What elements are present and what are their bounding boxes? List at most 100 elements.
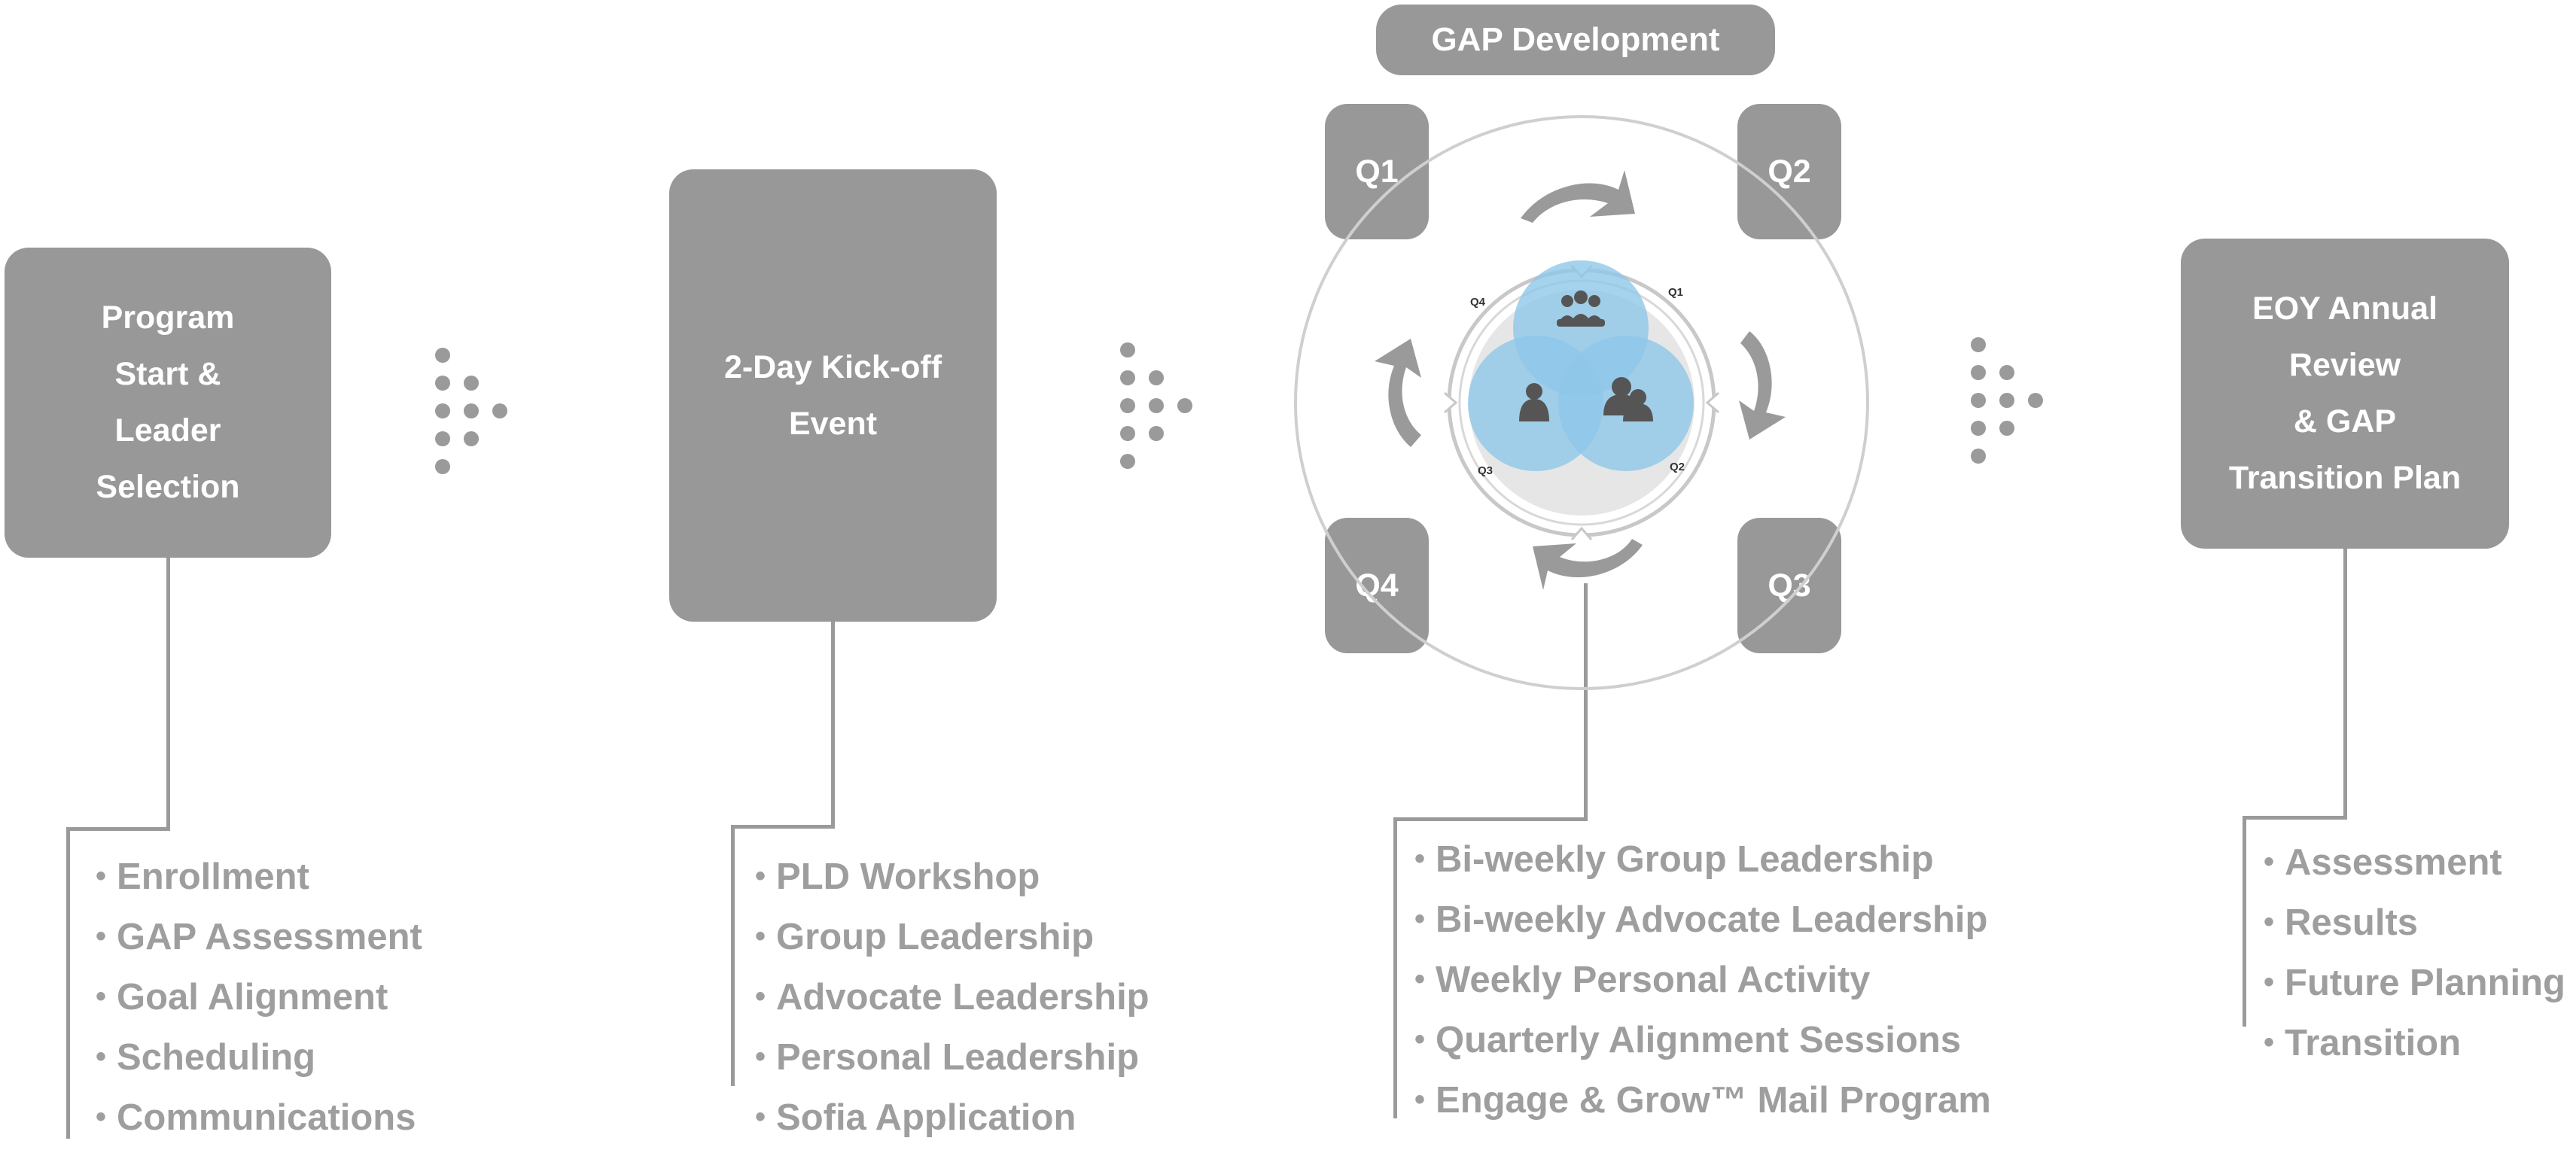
dot — [435, 459, 450, 474]
list-item: Results — [2264, 893, 2565, 953]
stage-1-line-4: Selection — [96, 469, 240, 505]
stage-2-line-1: 2-Day Kick-off — [723, 348, 942, 385]
dot — [435, 431, 450, 446]
connector-s2-horizontal — [731, 825, 835, 829]
stage-eoy-review-box: EOY Annual Review & GAP Transition Plan — [2181, 239, 2509, 549]
stage-eoy-review-label: EOY Annual Review & GAP Transition Plan — [2229, 281, 2461, 507]
dot — [435, 403, 450, 418]
quarter-label-q1: Q1 — [1355, 153, 1399, 190]
list-item: Communications — [96, 1088, 422, 1148]
list-item: Future Planning — [2264, 953, 2565, 1013]
gap-development-title-text: GAP Development — [1431, 21, 1720, 58]
stage-4-line-4: Transition Plan — [2228, 460, 2462, 496]
list-item: Bi-weekly Group Leadership — [1414, 829, 1991, 890]
list-item: Bi-weekly Advocate Leadership — [1414, 890, 1991, 950]
list-program-start: Enrollment GAP Assessment Goal Alignment… — [96, 847, 422, 1148]
quarter-box-q3: Q3 — [1737, 518, 1841, 653]
connector-s3-horizontal — [1393, 817, 1588, 821]
connector-s2-list-line — [731, 825, 735, 1086]
dot — [1971, 449, 1986, 464]
quarter-box-q2: Q2 — [1737, 104, 1841, 239]
dot — [464, 376, 479, 391]
stage-kickoff-box: 2-Day Kick-off Event — [669, 169, 997, 622]
dot — [1120, 426, 1135, 441]
dot — [1120, 398, 1135, 413]
list-item: Engage & Grow™ Mail Program — [1414, 1070, 1991, 1130]
list-item: Group Leadership — [755, 907, 1149, 967]
group-icon — [1557, 291, 1605, 327]
gap-development-title: GAP Development — [1376, 5, 1775, 75]
curved-arrow-icon — [1739, 331, 1786, 440]
curved-arrow-icon — [1521, 170, 1635, 223]
connector-s1-vertical — [166, 558, 170, 831]
list-item: Assessment — [2264, 832, 2565, 893]
dot — [1149, 398, 1164, 413]
stage-program-start-box: Program Start & Leader Selection — [5, 248, 331, 558]
dot — [435, 376, 450, 391]
stage-1-line-2: Start & — [114, 356, 221, 392]
list-item: PLD Workshop — [755, 847, 1149, 907]
curved-arrow-icon — [1375, 339, 1421, 447]
list-eoy-review: Assessment Results Future Planning Trans… — [2264, 832, 2565, 1073]
connector-s4-horizontal — [2243, 816, 2347, 820]
connector-s2-vertical — [831, 622, 835, 829]
dot — [1999, 365, 2014, 380]
stage-program-start-label: Program Start & Leader Selection — [96, 290, 239, 516]
connector-s4-vertical — [2343, 549, 2347, 820]
two-people-icon — [1603, 377, 1653, 421]
stage-4-line-2: Review — [2288, 347, 2401, 383]
quarter-label-q2: Q2 — [1768, 153, 1811, 190]
curved-arrow-icon — [1533, 539, 1643, 590]
dot-arrow-icon — [1971, 337, 2046, 465]
dot — [2028, 393, 2043, 408]
connector-s1-horizontal — [66, 827, 170, 831]
list-item: Enrollment — [96, 847, 422, 907]
connector-s3-vertical — [1584, 583, 1588, 821]
cycle-label-q2: Q2 — [1670, 461, 1685, 473]
dot — [1971, 337, 1986, 352]
stage-1-line-1: Program — [101, 300, 235, 336]
stage-4-line-1: EOY Annual — [2252, 291, 2438, 327]
list-gap-development: Bi-weekly Group Leadership Bi-weekly Adv… — [1414, 829, 1991, 1130]
list-item: Goal Alignment — [96, 967, 422, 1027]
dot — [492, 403, 507, 418]
list-item: Quarterly Alignment Sessions — [1414, 1010, 1991, 1070]
connector-s3-list-line — [1393, 817, 1397, 1118]
dot — [435, 348, 450, 363]
dot — [1177, 398, 1192, 413]
dot-arrow-icon — [1120, 342, 1195, 470]
dot — [1971, 365, 1986, 380]
cycle-label-q1: Q1 — [1668, 286, 1683, 299]
stage-4-line-3: & GAP — [2293, 403, 2397, 440]
list-item: Sofia Application — [755, 1088, 1149, 1148]
cycle-label-q4: Q4 — [1470, 296, 1486, 309]
list-item: Transition — [2264, 1013, 2565, 1073]
dot-arrow-icon — [435, 348, 510, 476]
cycle-label-q3: Q3 — [1478, 464, 1493, 477]
list-item: GAP Assessment — [96, 907, 422, 967]
list-item: Scheduling — [96, 1027, 422, 1088]
dot — [464, 403, 479, 418]
connector-s1-list-line — [66, 827, 70, 1139]
cycle-ring — [1294, 115, 1869, 690]
dot — [1971, 421, 1986, 436]
stage-1-line-3: Leader — [114, 412, 221, 449]
list-item: Weekly Personal Activity — [1414, 950, 1991, 1010]
dot — [1120, 342, 1135, 357]
list-kickoff: PLD Workshop Group Leadership Advocate L… — [755, 847, 1149, 1148]
quarter-box-q4: Q4 — [1325, 518, 1429, 653]
stage-2-line-2: Event — [788, 405, 878, 442]
dot — [1149, 426, 1164, 441]
dot — [1971, 393, 1986, 408]
list-item: Advocate Leadership — [755, 967, 1149, 1027]
dot — [1120, 370, 1135, 385]
stage-kickoff-label: 2-Day Kick-off Event — [724, 339, 942, 452]
list-item: Personal Leadership — [755, 1027, 1149, 1088]
dot — [464, 431, 479, 446]
person-icon — [1519, 383, 1549, 421]
dot — [1999, 393, 2014, 408]
dot — [1999, 421, 2014, 436]
connector-s4-list-line — [2243, 816, 2246, 1027]
dot — [1149, 370, 1164, 385]
